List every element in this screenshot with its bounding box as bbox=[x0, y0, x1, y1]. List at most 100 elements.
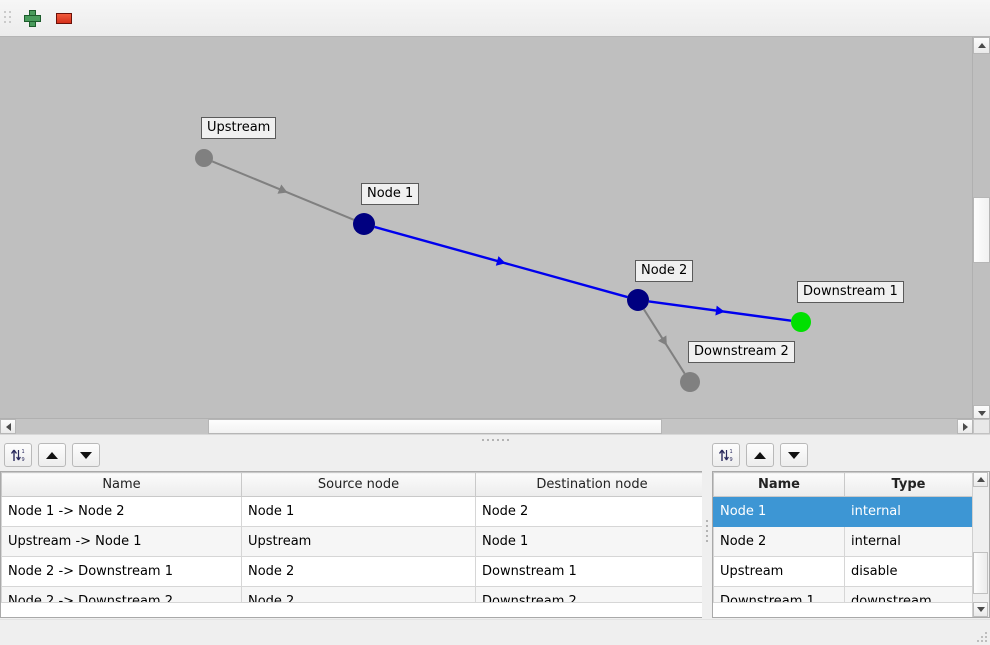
triangle-left-icon bbox=[5, 422, 11, 431]
plus-icon bbox=[24, 9, 41, 27]
scroll-up-button[interactable] bbox=[973, 472, 988, 487]
nodes-cell-type[interactable]: disable bbox=[844, 556, 973, 587]
nodes-cell-name[interactable]: Node 2 bbox=[713, 526, 845, 557]
triangle-down-icon bbox=[977, 411, 986, 416]
edges-cell-destination[interactable]: Downstream 1 bbox=[475, 556, 709, 587]
triangle-down-icon bbox=[80, 451, 92, 459]
edges-move-down-button[interactable] bbox=[72, 443, 100, 467]
edges-cell-source[interactable]: Upstream bbox=[241, 526, 476, 557]
graph-horizontal-scrollbar[interactable] bbox=[0, 418, 990, 435]
nodes-sort-button[interactable]: 1 9 bbox=[712, 443, 740, 467]
triangle-up-icon bbox=[976, 477, 985, 482]
nodes-table-scrollbar[interactable] bbox=[972, 472, 989, 617]
scroll-right-button[interactable] bbox=[957, 419, 973, 434]
sort-icon: 1 9 bbox=[718, 447, 734, 463]
graph-node-node2[interactable] bbox=[627, 289, 649, 311]
edges-cell-destination[interactable]: Node 1 bbox=[475, 526, 709, 557]
scroll-left-button[interactable] bbox=[0, 419, 16, 434]
vertical-scroll-thumb[interactable] bbox=[973, 197, 990, 263]
status-bar bbox=[0, 619, 990, 645]
graph-node-label-downstream1[interactable]: Downstream 1 bbox=[797, 281, 904, 303]
triangle-up-icon bbox=[977, 43, 986, 48]
graph-node-label-upstream[interactable]: Upstream bbox=[201, 117, 277, 139]
main-toolbar bbox=[0, 0, 990, 37]
add-button[interactable] bbox=[18, 4, 46, 32]
vertical-scroll-thumb[interactable] bbox=[973, 552, 988, 594]
arrow-icon bbox=[657, 335, 667, 346]
edges-column-header[interactable]: Name bbox=[1, 472, 242, 497]
sort-icon: 1 9 bbox=[10, 447, 26, 463]
edges-toolbar: 1 9 bbox=[4, 443, 100, 467]
nodes-toolbar: 1 9 bbox=[712, 443, 808, 467]
nodes-cell-name[interactable]: Upstream bbox=[713, 556, 845, 587]
edges-cell-name[interactable]: Node 2 -> Downstream 1 bbox=[1, 556, 242, 587]
scroll-down-button[interactable] bbox=[973, 602, 988, 617]
nodes-cell-type[interactable]: internal bbox=[844, 526, 973, 557]
nodes-column-header[interactable]: Type bbox=[844, 472, 973, 497]
graph-svg bbox=[195, 149, 811, 392]
horizontal-splitter[interactable] bbox=[0, 434, 990, 445]
svg-text:1: 1 bbox=[22, 449, 25, 455]
remove-button[interactable] bbox=[50, 4, 78, 32]
splitter-grip-icon bbox=[481, 439, 509, 441]
nodes-table-filler bbox=[713, 602, 973, 617]
graph-node-downstream2[interactable] bbox=[680, 372, 700, 392]
edges-column-header[interactable]: Destination node bbox=[475, 472, 709, 497]
triangle-up-icon bbox=[754, 451, 766, 459]
edges-cell-source[interactable]: Node 2 bbox=[241, 556, 476, 587]
nodes-column-header[interactable]: Name bbox=[713, 472, 845, 497]
svg-text:9: 9 bbox=[22, 457, 25, 463]
graph-node-label-node1[interactable]: Node 1 bbox=[361, 183, 420, 205]
edges-column-header[interactable]: Source node bbox=[241, 472, 476, 497]
graph-node-label-downstream2[interactable]: Downstream 2 bbox=[688, 341, 795, 363]
edges-sort-button[interactable]: 1 9 bbox=[4, 443, 32, 467]
horizontal-scroll-thumb[interactable] bbox=[208, 419, 662, 434]
svg-text:1: 1 bbox=[730, 449, 733, 455]
arrow-icon bbox=[715, 305, 725, 316]
window-resize-grip[interactable] bbox=[976, 631, 988, 643]
toolbar-drag-handle[interactable] bbox=[2, 6, 14, 30]
graph-node-label-node2[interactable]: Node 2 bbox=[635, 260, 694, 282]
splitter-grip-icon bbox=[706, 520, 708, 542]
triangle-up-icon bbox=[46, 451, 58, 459]
arrow-icon bbox=[495, 256, 506, 266]
edges-cell-name[interactable]: Node 1 -> Node 2 bbox=[1, 496, 242, 527]
edges-cell-name[interactable]: Upstream -> Node 1 bbox=[1, 526, 242, 557]
vertical-splitter[interactable] bbox=[702, 444, 712, 618]
graph-node-upstream[interactable] bbox=[195, 149, 213, 167]
nodes-move-down-button[interactable] bbox=[780, 443, 808, 467]
graph-vertical-scrollbar[interactable] bbox=[972, 37, 990, 422]
nodes-move-up-button[interactable] bbox=[746, 443, 774, 467]
edges-move-up-button[interactable] bbox=[38, 443, 66, 467]
edges-cell-destination[interactable]: Node 2 bbox=[475, 496, 709, 527]
nodes-cell-type[interactable]: internal bbox=[844, 496, 973, 527]
graph-node-downstream1[interactable] bbox=[791, 312, 811, 332]
minus-icon bbox=[56, 12, 72, 24]
graph-node-node1[interactable] bbox=[353, 213, 375, 235]
triangle-down-icon bbox=[788, 451, 800, 459]
scroll-up-button[interactable] bbox=[973, 37, 990, 54]
triangle-right-icon bbox=[962, 422, 968, 431]
svg-text:9: 9 bbox=[730, 457, 733, 463]
edges-table-filler bbox=[1, 602, 709, 617]
arrow-icon bbox=[277, 184, 288, 194]
scrollbar-corner bbox=[973, 419, 990, 434]
nodes-cell-name[interactable]: Node 1 bbox=[713, 496, 845, 527]
edges-cell-source[interactable]: Node 1 bbox=[241, 496, 476, 527]
